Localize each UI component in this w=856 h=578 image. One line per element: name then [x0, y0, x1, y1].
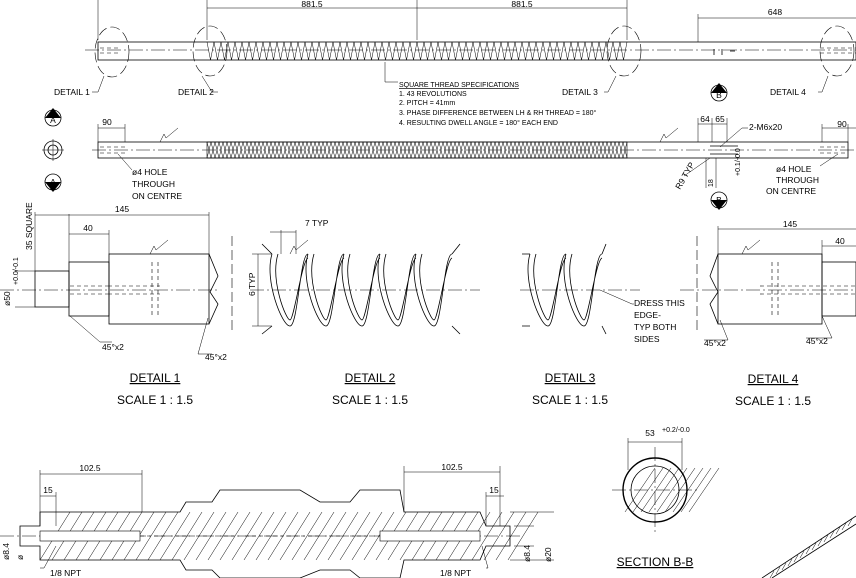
dim-64: 64 — [700, 114, 710, 124]
svg-text:A: A — [50, 177, 56, 187]
chamfer-4: 45°x2 — [806, 336, 828, 346]
top-thread-coil — [206, 41, 628, 61]
dress-note-1: DRESS THIS — [634, 298, 685, 308]
ref-detail-1: DETAIL 1 — [54, 87, 90, 97]
spec-line-4: 4. RESULTING DWELL ANGLE = 180° EACH END — [399, 119, 558, 127]
spec-line-2: 2. PITCH = 41mm — [399, 100, 455, 107]
dim-65: 65 — [715, 114, 725, 124]
dress-note-2: EDGE- — [634, 310, 661, 320]
dim-50-dia: ø50 — [2, 291, 12, 306]
section-marker-b-top: B — [710, 83, 728, 102]
dim-102-right: 102.5 — [441, 462, 463, 472]
dim-145-left: 145 — [115, 204, 129, 214]
detail-4-view: 145 40 45°x2 45°x2 — [680, 219, 856, 348]
hole-note-left-3: ON CENTRE — [132, 191, 182, 201]
hole-note-left-1: ø4 HOLE — [132, 167, 168, 177]
detail-1-view: 145 40 35 SQUARE ø50 +0.0/-0.1 45°x2 45°… — [0, 202, 233, 362]
bottom-section-view: 102.5 102.5 15 15 ø8.4 ø ø8.4 ø20 1/8 NP… — [0, 462, 554, 578]
hole-note-left-2: THROUGH — [132, 179, 175, 189]
ref-detail-2: DETAIL 2 — [178, 87, 214, 97]
section-dim-tol: +0.2/-0.0 — [662, 427, 690, 434]
detail-1-scale: SCALE 1 : 1.5 — [117, 393, 193, 407]
callout-m6: 2-M6x20 — [749, 122, 782, 132]
section-marker-b-bottom: B — [710, 191, 728, 210]
section-dim-53: 53 — [645, 428, 655, 438]
detail-2-view: 7 TYP 6 TYP — [247, 218, 480, 335]
dim-40-right: 40 — [835, 236, 845, 246]
dim-145-right: 145 — [783, 219, 797, 229]
spec-title: SQUARE THREAD SPECIFICATIONS — [399, 82, 519, 89]
dim-50-tol: +0.0/-0.1 — [13, 257, 20, 285]
svg-text:B: B — [716, 90, 722, 100]
thread-spec-note: SQUARE THREAD SPECIFICATIONS 1. 43 REVOL… — [384, 62, 597, 127]
detail-3-title: DETAIL 3 — [545, 371, 596, 385]
section-marker-a-bottom: A — [44, 173, 62, 192]
hole-note-right-1: ø4 HOLE — [776, 164, 812, 174]
dim-15-left: 15 — [43, 485, 53, 495]
dim-dia-left: ø8.4 — [1, 543, 11, 560]
pitch-typ: 7 TYP — [305, 218, 329, 228]
dim-40-left: 40 — [83, 223, 93, 233]
dim-90-right: 90 — [837, 119, 847, 129]
dim-18: 18 — [708, 179, 715, 187]
ref-detail-3: DETAIL 3 — [562, 87, 598, 97]
hole-note-right-3: ON CENTRE — [766, 186, 816, 196]
dim-15-right: 15 — [489, 485, 499, 495]
dim-top-left: 881.5 — [301, 0, 323, 9]
dim-90-left: 90 — [102, 117, 112, 127]
detail-4-title: DETAIL 4 — [748, 372, 799, 386]
npt-left: 1/8 NPT — [50, 568, 81, 578]
spec-line-1: 1. 43 REVOLUTIONS — [399, 91, 467, 98]
detail-2-scale: SCALE 1 : 1.5 — [332, 393, 408, 407]
top-shaft-view: 881.5 881.5 648 DETAIL 1 DETAIL 2 DETAIL… — [54, 0, 856, 97]
detail-3-view: DRESS THIS EDGE- TYP BOTH SIDES — [520, 243, 685, 344]
dress-note-3: TYP BOTH — [634, 322, 676, 332]
section-b-b-title: SECTION B-B — [617, 555, 694, 569]
npt-right: 1/8 NPT — [440, 568, 471, 578]
dim-dia-mid: ø — [15, 555, 25, 560]
dim-102-left: 102.5 — [79, 463, 101, 473]
center-symbol — [42, 139, 64, 161]
svg-text:A: A — [50, 115, 56, 125]
detail-3-scale: SCALE 1 : 1.5 — [532, 393, 608, 407]
detail-2-title: DETAIL 2 — [345, 371, 396, 385]
section-b-b-view: 53 +0.2/-0.0 SECTION B-B — [612, 427, 720, 569]
detail-1-title: DETAIL 1 — [130, 371, 181, 385]
svg-text:B: B — [716, 195, 722, 205]
iso-shaft-corner — [761, 515, 856, 578]
dim-dia-20: ø20 — [543, 547, 553, 562]
spec-line-3: 3. PHASE DIFFERENCE BETWEEN LH & RH THRE… — [399, 109, 597, 117]
detail-titles: DETAIL 1 SCALE 1 : 1.5 DETAIL 2 SCALE 1 … — [117, 371, 811, 408]
dress-note-4: SIDES — [634, 334, 660, 344]
hole-note-right-2: THROUGH — [776, 175, 819, 185]
chamfer-2: 45°x2 — [205, 352, 227, 362]
dim-648: 648 — [768, 7, 782, 17]
second-shaft-view: 90 90 64 65 2-M6x20 R9 TYP 18 +0.1/-0.0 … — [92, 114, 856, 201]
chamfer-1: 45°x2 — [102, 342, 124, 352]
ref-detail-4: DETAIL 4 — [770, 87, 806, 97]
dim-dia-right: ø8.4 — [522, 545, 532, 562]
chamfer-3: 45°x2 — [704, 338, 726, 348]
detail-4-scale: SCALE 1 : 1.5 — [735, 394, 811, 408]
section-marker-a-top: A — [44, 108, 62, 127]
depth-typ: 6 TYP — [247, 272, 257, 296]
dim-top-right: 881.5 — [511, 0, 533, 9]
dim-18-tol: +0.1/-0.0 — [735, 148, 742, 176]
dim-35-square: 35 SQUARE — [24, 202, 34, 250]
